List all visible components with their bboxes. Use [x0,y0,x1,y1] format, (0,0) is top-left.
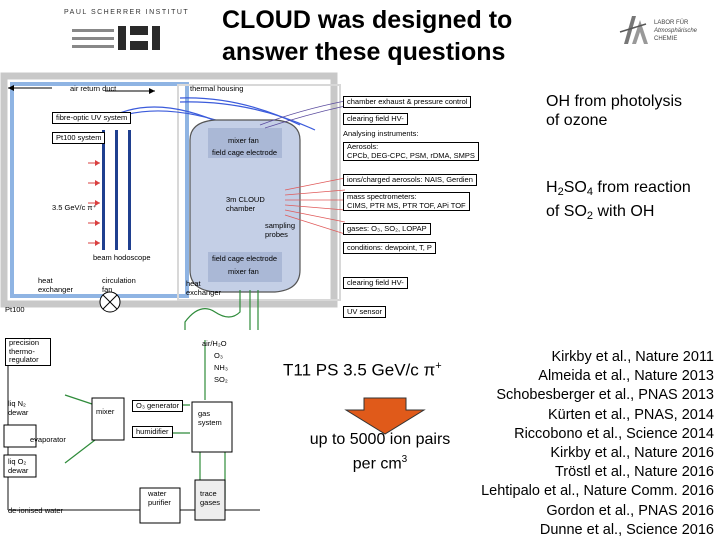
so2-line: of SO2 with OH [546,203,655,222]
label-field-cage-top: field cage electrode [212,148,278,157]
label-mixer-fan-top: mixer fan [228,136,259,145]
label-water-purifier: water purifier [148,489,171,507]
label-nh3: NH₃ [214,363,228,372]
label-air-return-duct: air return duct [70,84,117,93]
label-deionised-water: de-ionised water [8,506,64,515]
label-pt100: Pt100 [5,305,25,314]
label-clearing-field-top: clearing field HV- [343,113,408,125]
label-so2: SO₂ [214,375,228,384]
label-liq-n2: liq N₂ dewar [8,399,29,417]
reference-item: Tröstl et al., Nature 2016 [554,464,714,481]
beam-label: T11 PS 3.5 GeV/c π+ [283,360,442,380]
slide-title: CLOUD was designed to answer these quest… [222,4,562,68]
label-uv-sensor: UV sensor [343,306,387,318]
reference-item: Schobesberger et al., PNAS 2013 [496,387,714,404]
down-arrow [340,396,430,441]
label-gases: gases: O₃, SO₂, LOPAP [343,223,431,235]
label-beam-energy: 3.5 GeV/c π⁺ [52,203,97,212]
label-chamber-name: 3m CLOUD chamber [226,195,265,213]
label-thermal-housing: thermal housing [190,84,244,93]
label-mixer-fan-bottom: mixer fan [228,267,259,276]
label-pt100-system: Pt100 system [52,132,106,144]
label-precision-thermo: precision thermo-regulator [5,338,51,366]
oh-line-2: of ozone [546,112,608,129]
reference-item: Dunne et al., Science 2016 [539,521,714,538]
label-humidifier: humidifier [132,426,173,438]
label-air-h2o: air/H₂O [202,339,227,348]
label-field-cage-bottom: field cage electrode [212,254,278,263]
reference-item: Kürten et al., PNAS, 2014 [547,406,714,423]
h2so4-line: H2SO4 from reaction [546,179,691,198]
aerosols-box: Aerosols: CPCb, DEG-CPC, PSM, rDMA, SMPS [343,142,479,161]
psi-logo [60,8,170,58]
label-mixer: mixer [96,407,115,416]
mass-spec-box: mass spectrometers: CIMS, PTR MS, PTR TO… [343,192,470,211]
h2so4-annotation: H2SO4 from reaction of SO2 with OH [546,178,691,226]
ion-pairs-label: up to 5000 ion pairs per cm3 [309,431,451,473]
reference-item: Kirkby et al., Nature 2011 [551,349,714,365]
label-analysing-instruments: Analysing instruments: [343,129,419,138]
label-mass-spec-2: CIMS, PTR MS, PTR TOF, APi TOF [347,200,466,210]
reference-item: Almeida et al., Nature 2013 [538,368,714,385]
reference-item: Kirkby et al., Nature 2016 [550,445,714,462]
title-line-2: answer these questions [222,38,506,66]
label-heat-exchanger-right: heat exchanger [186,279,222,297]
label-o3: O₃ [214,351,223,360]
reference-item: Lehtipalo et al., Nature Comm. 2016 [481,483,714,500]
label-evaporator: evaporator [30,435,66,444]
label-circulation-fan: circulation fan [102,276,136,294]
label-gas-system: gas system [198,409,222,427]
label-heat-exchanger-left: heat exchanger [38,276,74,294]
psi-logo-text: PAUL SCHERRER INSTITUT [64,9,190,16]
label-sampling-probes: sampling probes [265,221,296,239]
label-clearing-field-bottom: clearing field HV- [343,277,408,289]
label-fibre-optic-uv: fibre-optic UV system [52,112,132,124]
oh-annotation: OH from photolysis of ozone [546,92,682,130]
svg-text:Atmosphärische: Atmosphärische [653,28,698,34]
label-chamber-exhaust: chamber exhaust & pressure control [343,96,472,108]
reference-item: Gordon et al., PNAS 2016 [546,502,714,519]
cloud-chamber-diagram: air return duct thermal housing fibre-op… [0,70,479,540]
label-mass-spec-1: mass spectrometers: [347,192,417,201]
svg-text:LABOR FÜR: LABOR FÜR [654,19,689,26]
label-liq-o2: liq O₂ dewar [8,457,29,475]
oh-line-1: OH from photolysis [546,93,683,110]
lac-logo: LABOR FÜR Atmosphärische CHEMIE [618,10,698,50]
title-line-1: CLOUD was designed to [222,6,513,34]
label-o3-generator: O₃ generator [132,400,184,412]
label-aerosol-list: CPCb, DEG-CPC, PSM, rDMA, SMPS [347,150,475,160]
label-beam-hodoscope: beam hodoscope [93,253,151,262]
label-conditions: conditions: dewpoint, T, P [343,242,436,254]
reference-item: Riccobono et al., Science 2014 [514,425,714,442]
label-trace-gases: trace gases [200,489,221,507]
label-aerosols: Aerosols: [347,142,379,151]
svg-text:CHEMIE: CHEMIE [654,36,677,42]
label-ions-charged: ions/charged aerosols: NAIS, Gerdien [343,174,477,186]
